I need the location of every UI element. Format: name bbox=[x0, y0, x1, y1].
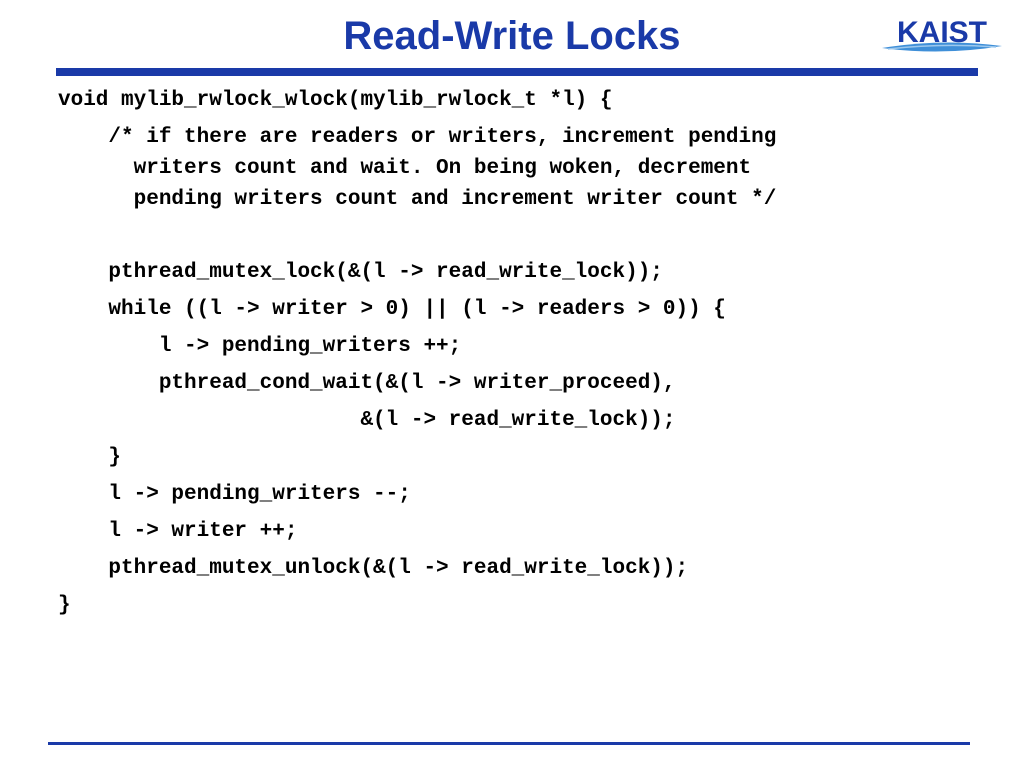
code-line-7: while ((l -> writer > 0) || (l -> reader… bbox=[58, 298, 726, 321]
logo-text: KAIST bbox=[897, 16, 987, 49]
code-line-11: } bbox=[58, 446, 122, 469]
code-line-1: void mylib_rwlock_wlock(mylib_rwlock_t *… bbox=[58, 89, 613, 112]
code-line-4: pending writers count and increment writ… bbox=[58, 188, 777, 211]
code-line-15: } bbox=[58, 594, 71, 617]
code-line-3: writers count and wait. On being woken, … bbox=[58, 157, 752, 180]
code-line-2: /* if there are readers or writers, incr… bbox=[58, 126, 777, 149]
footer-divider bbox=[48, 742, 970, 745]
code-line-8: l -> pending_writers ++; bbox=[58, 335, 462, 358]
code-line-5 bbox=[58, 224, 998, 260]
title-divider bbox=[56, 68, 978, 76]
slide-title: Read-Write Locks bbox=[343, 14, 681, 58]
code-line-10: &(l -> read_write_lock)); bbox=[58, 409, 676, 432]
code-line-12: l -> pending_writers --; bbox=[58, 483, 411, 506]
code-line-14: pthread_mutex_unlock(&(l -> read_write_l… bbox=[58, 557, 689, 580]
code-line-9: pthread_cond_wait(&(l -> writer_proceed)… bbox=[58, 372, 676, 395]
kaist-logo: KAIST bbox=[882, 16, 1002, 52]
code-line-6: pthread_mutex_lock(&(l -> read_write_loc… bbox=[58, 261, 663, 284]
code-block: void mylib_rwlock_wlock(mylib_rwlock_t *… bbox=[58, 88, 998, 630]
code-line-13: l -> writer ++; bbox=[58, 520, 298, 543]
